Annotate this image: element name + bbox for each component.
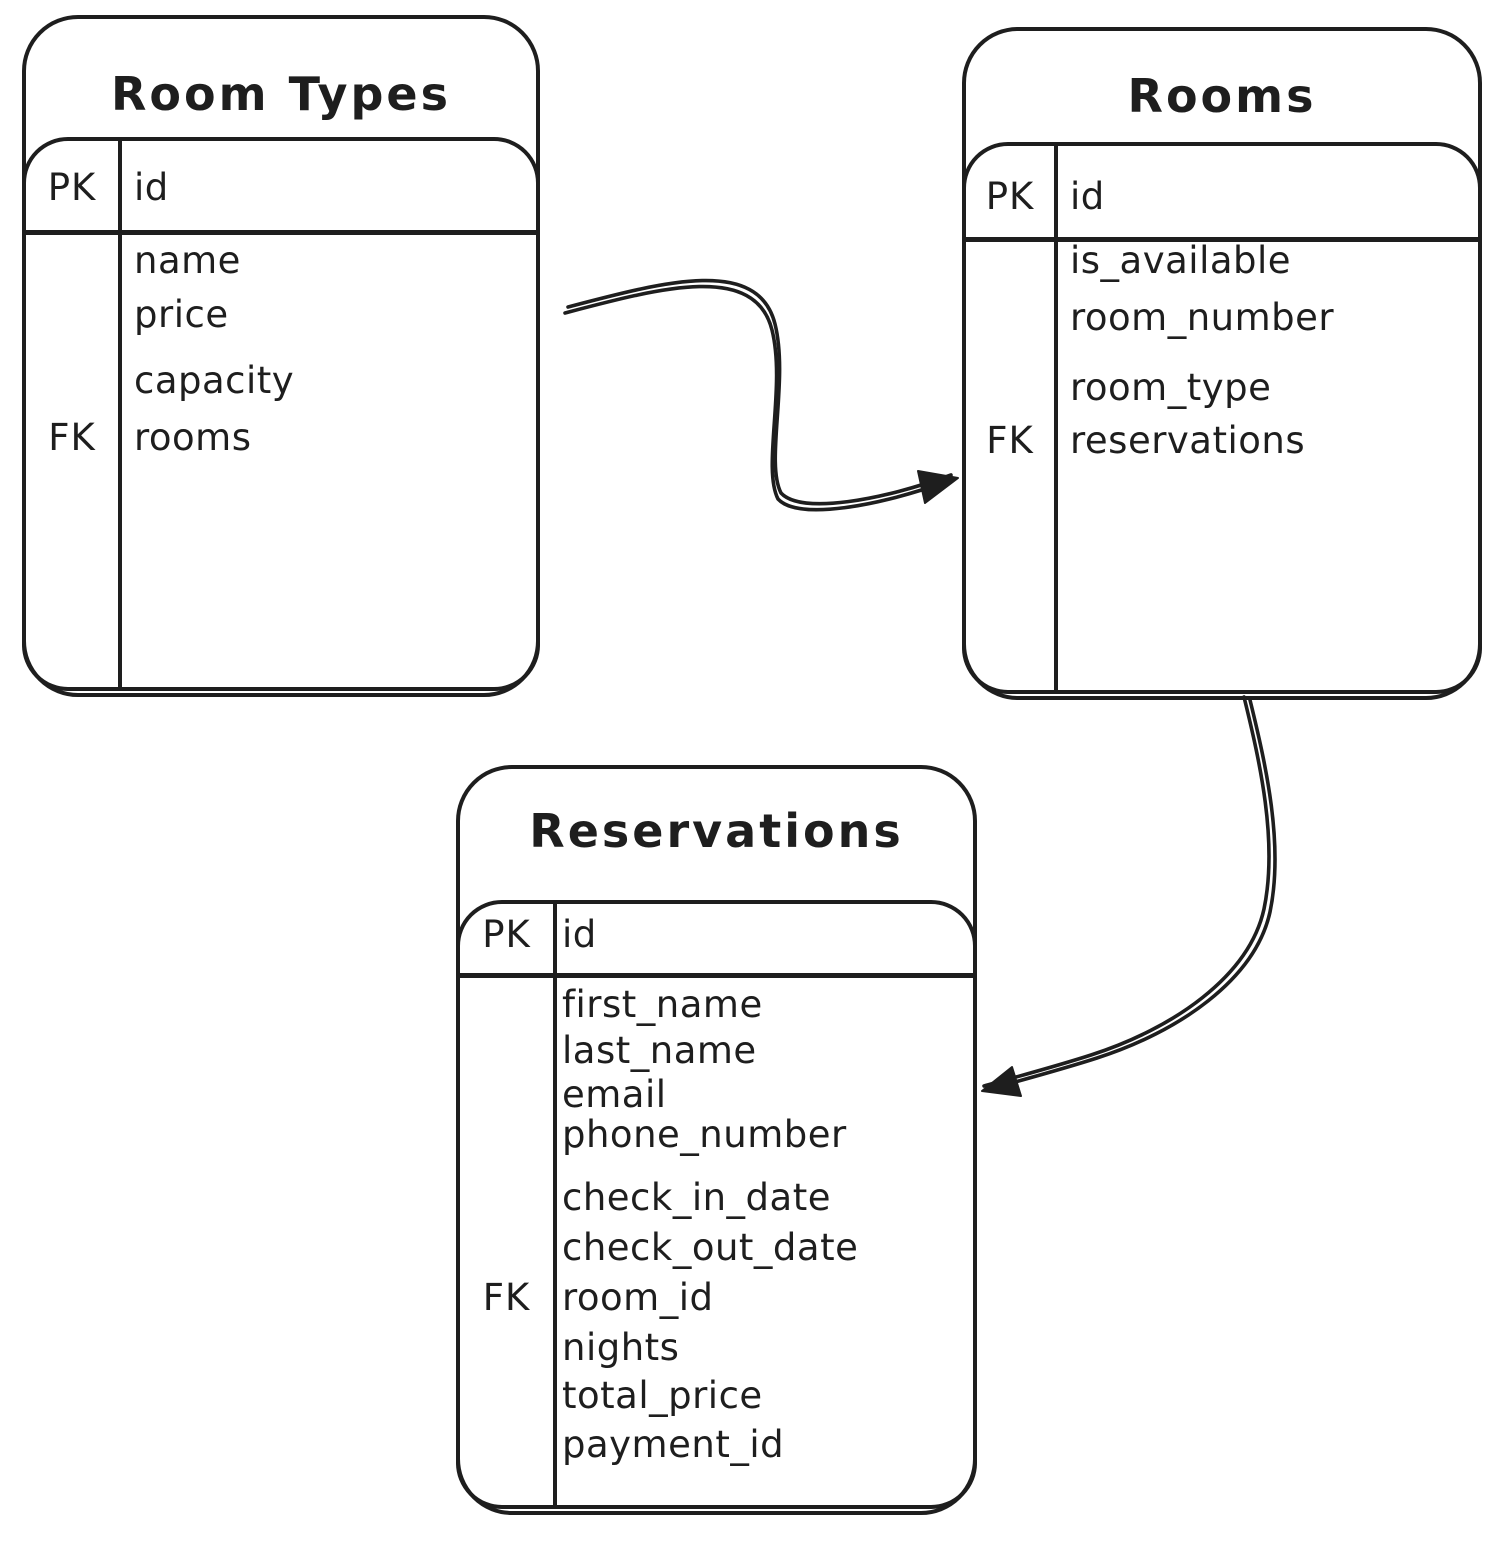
- pk-field: id: [562, 913, 597, 956]
- field-row: email: [562, 1073, 667, 1116]
- field-row: nights: [562, 1326, 680, 1369]
- field-row: first_name: [562, 983, 763, 1026]
- key-column-divider: [553, 904, 557, 1505]
- fields-box-rooms: [962, 142, 1482, 694]
- fk-label: FK: [482, 1276, 531, 1319]
- entity-title-reservations: Reservations: [529, 804, 904, 858]
- arrow-rooms-to-reservations: [981, 695, 1277, 1097]
- fk-label: FK: [48, 416, 96, 459]
- entity-reservations: Reservations PK id first_name last_name …: [456, 765, 977, 1515]
- pk-label: PK: [482, 913, 531, 956]
- entity-title-rooms: Rooms: [1127, 69, 1317, 123]
- entity-room-types: Room Types PK id name price capacity FK …: [22, 15, 540, 697]
- key-column-divider: [118, 141, 122, 687]
- field-row: total_price: [562, 1374, 763, 1417]
- field-row: check_in_date: [562, 1176, 831, 1219]
- field-row: room_number: [1070, 296, 1335, 339]
- pk-field: id: [134, 166, 169, 209]
- field-row: reservations: [1070, 419, 1306, 462]
- field-row: rooms: [134, 416, 252, 459]
- fk-label: FK: [986, 419, 1034, 462]
- arrowhead: [917, 470, 959, 504]
- fields-box-room-types: [22, 137, 540, 691]
- entity-rooms: Rooms PK id is_available room_number roo…: [962, 27, 1482, 700]
- field-row: is_available: [1070, 239, 1292, 282]
- field-row: name: [134, 239, 241, 282]
- field-row: room_type: [1070, 366, 1272, 409]
- key-column-divider: [1054, 146, 1058, 690]
- fields-box-reservations: [456, 900, 977, 1509]
- field-row: payment_id: [562, 1423, 785, 1466]
- header-row-divider: [456, 973, 977, 978]
- field-row: capacity: [134, 359, 295, 402]
- field-row: check_out_date: [562, 1226, 859, 1269]
- field-row: room_id: [562, 1276, 714, 1319]
- arrow-room-types-to-rooms: [563, 278, 959, 512]
- field-row: price: [134, 293, 229, 336]
- arrowhead: [981, 1066, 1022, 1097]
- pk-field: id: [1070, 175, 1105, 218]
- field-row: last_name: [562, 1029, 757, 1072]
- header-row-divider: [22, 230, 540, 235]
- header-row-divider: [962, 237, 1482, 242]
- pk-label: PK: [47, 166, 97, 209]
- field-row: phone_number: [562, 1113, 847, 1156]
- pk-label: PK: [985, 175, 1035, 218]
- entity-title-room-types: Room Types: [111, 67, 451, 121]
